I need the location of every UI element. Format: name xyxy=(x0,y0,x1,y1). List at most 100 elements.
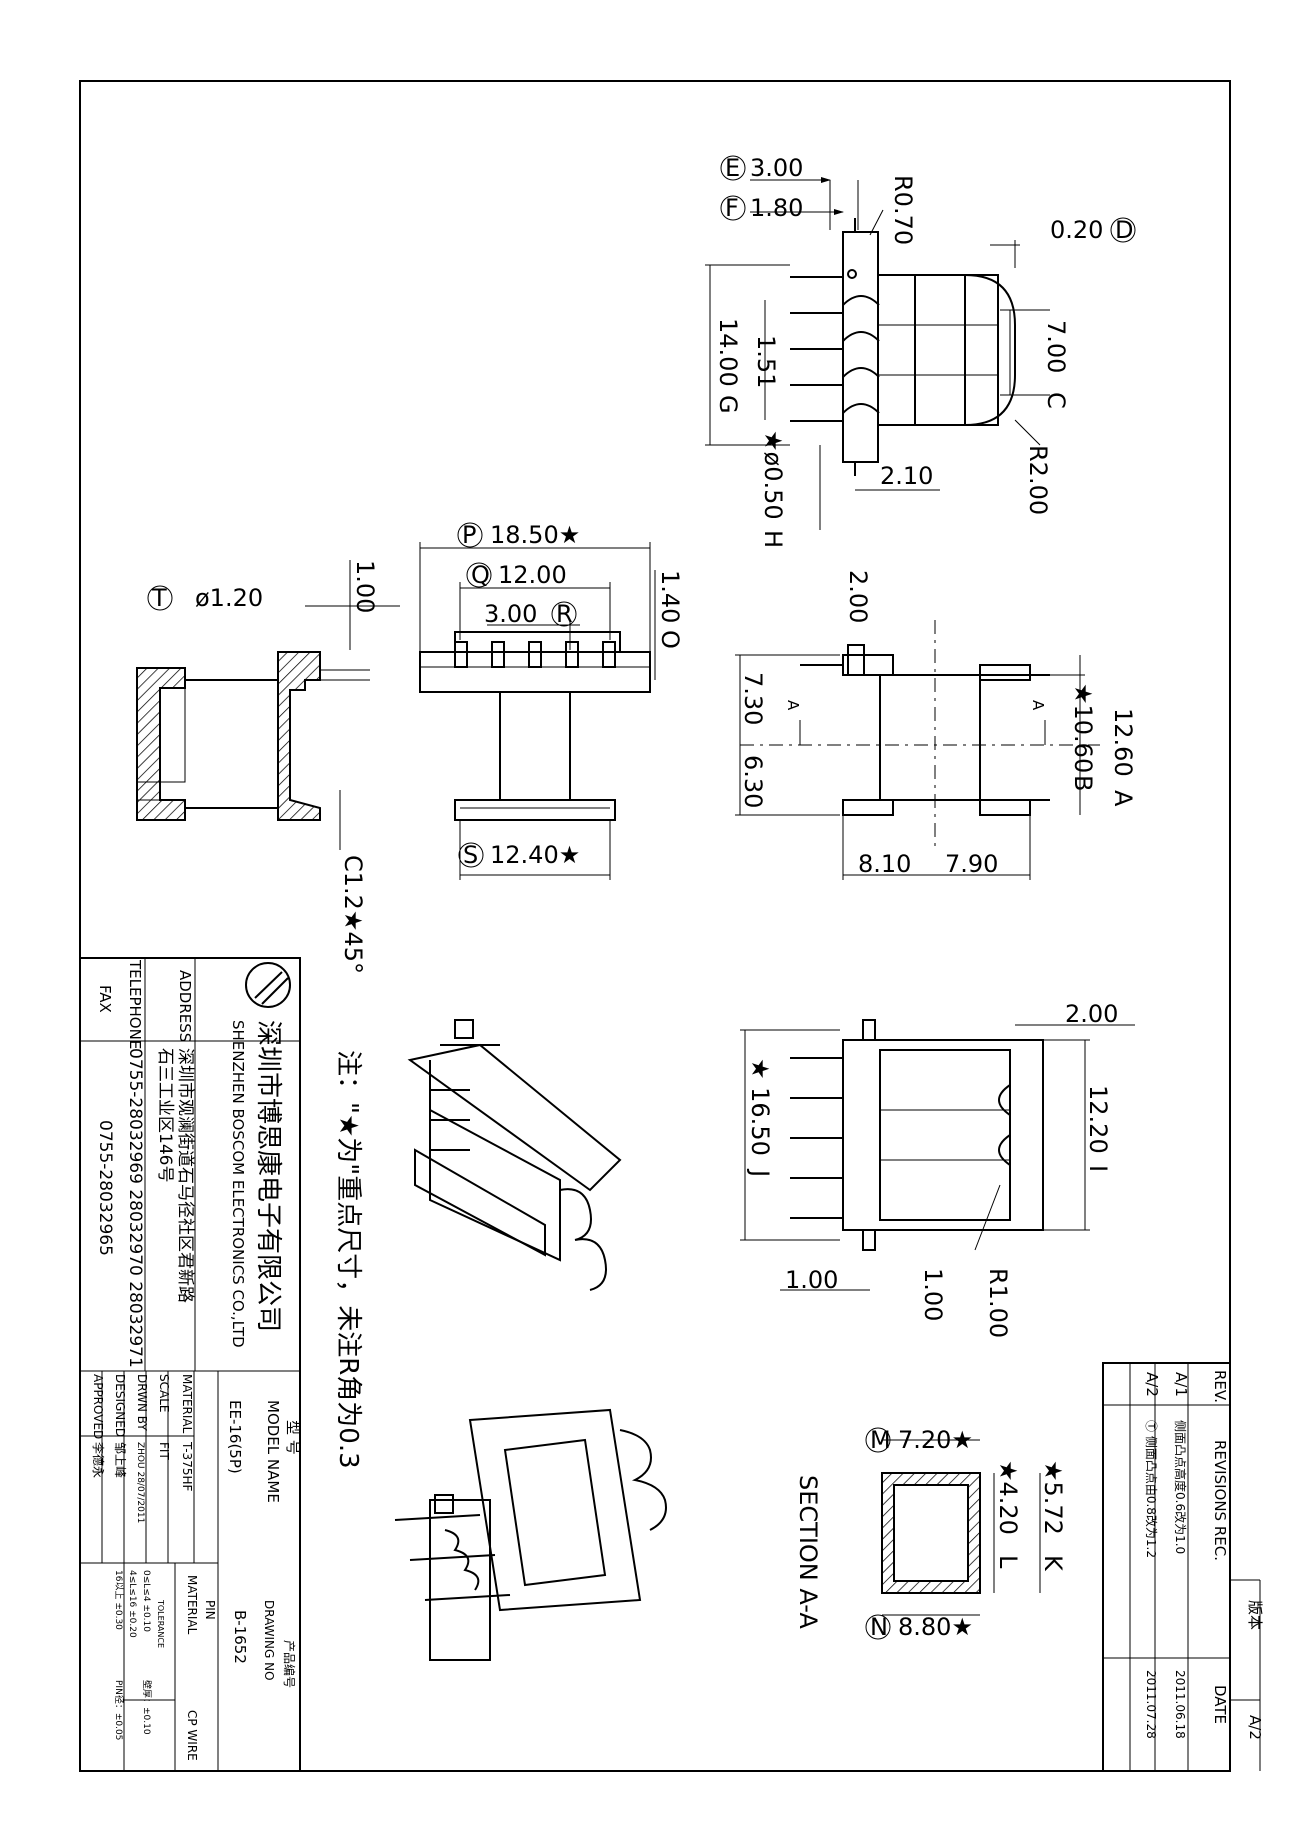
fax-value: 0755-28032965 xyxy=(95,1120,115,1256)
view-bottom-right xyxy=(740,1019,1135,1291)
material-label: MATERIAL xyxy=(180,1374,194,1434)
drawing-no-label-cn: 产品编号 xyxy=(282,1640,297,1688)
section-mark-a-right: A xyxy=(1029,700,1047,711)
address-label: ADDRESS xyxy=(176,970,194,1042)
marker-a: A xyxy=(1109,790,1137,807)
dim-3-00: 3.00 xyxy=(750,154,803,182)
dim-phi-1-20: ø1.20 xyxy=(195,584,263,612)
dim-1-00-bot-a: 1.00 xyxy=(785,1266,838,1294)
dim-r1-00: R1.00 xyxy=(984,1268,1012,1338)
dim-1-51: 1.51 xyxy=(752,335,780,388)
version-label: 版本 xyxy=(1246,1600,1264,1630)
view-bottom-right-labels: 2.00 ★ 16.50 J 12.20 I 1.00 1.00 R1.00 xyxy=(746,1000,1118,1338)
dim-7-30: 7.30 xyxy=(739,672,767,725)
dim-12-00: 12.00 xyxy=(498,561,567,589)
rev-header-rev: REV. xyxy=(1211,1370,1229,1403)
dim-18-50: 18.50★ xyxy=(490,521,580,549)
marker-k: K xyxy=(1039,1555,1067,1572)
marker-p: P xyxy=(462,521,476,549)
scale-value: FIT xyxy=(157,1442,171,1460)
model-label-cn: 型 号 xyxy=(284,1420,302,1455)
marker-n: N xyxy=(870,1613,888,1641)
view-side-section xyxy=(136,560,400,850)
tolerance-extra-1: 壁厚：±0.10 xyxy=(141,1680,153,1735)
view-top-right-labels: E 3.00 F 1.80 R0.70 0.20 D 7.00 C 14.00 … xyxy=(714,154,1136,548)
tolerance-label: TOLERANCE xyxy=(156,1599,165,1648)
drawing-no-label: DRAWING NO xyxy=(262,1600,276,1681)
tolerance-extra-2: PIN径：±0.05 xyxy=(113,1680,125,1740)
marker-b: B xyxy=(1069,775,1097,791)
dim-c1-2: C1.2★45° xyxy=(339,855,367,974)
view-section-aa-labels: M 7.20★ ★4.20 L ★5.72 K N 8.80★ SECTION … xyxy=(794,1426,1067,1641)
marker-o: O xyxy=(656,630,684,649)
rev-header-date: DATE xyxy=(1211,1685,1229,1724)
view-front-labels: P 18.50★ Q 12.00 3.00 R 1.40 O S 12.40★ xyxy=(457,521,684,869)
material-value: T-375HF xyxy=(180,1441,194,1491)
tolerance-row-1: 0≤L≤4 ±0.10 xyxy=(141,1570,151,1632)
title-block xyxy=(79,957,301,1772)
approved-label: APPROVED xyxy=(91,1374,105,1439)
isometric-view-bottom xyxy=(394,1408,667,1661)
address-line-1: 深圳市观澜街道石马径社区君新路 xyxy=(175,1048,195,1303)
view-right-mid-labels: 2.00 7.30 6.30 12.60 A ★10.60 B A A 8.10… xyxy=(739,570,1137,878)
dim-5-72: ★5.72 xyxy=(1039,1460,1067,1535)
dim-2-10: 2.10 xyxy=(880,462,933,490)
approved-value: 李德永 xyxy=(91,1442,106,1478)
marker-l: L xyxy=(994,1555,1022,1569)
rev-row-2-date: 2011.07.28 xyxy=(1144,1670,1158,1739)
marker-i: I xyxy=(1084,1165,1112,1172)
dim-8-80: 8.80★ xyxy=(898,1613,973,1641)
dim-phi-0-50: ★ø0.50 xyxy=(759,430,787,520)
view-section-aa xyxy=(881,1439,1041,1616)
dim-7-90: 7.90 xyxy=(945,850,998,878)
rev-row-2-rev: A/2 xyxy=(1143,1372,1161,1397)
dim-7-00: 7.00 xyxy=(1042,320,1070,373)
address-line-2: 石三工业区146号 xyxy=(155,1048,175,1182)
pin-material-label: MATERIAL xyxy=(185,1575,199,1635)
dim-r2-00: R2.00 xyxy=(1024,445,1052,515)
tolerance-row-2: 4≤L≤16 ±0.20 xyxy=(127,1570,137,1638)
view-top-right xyxy=(705,177,1050,530)
model-value: EE-16(5P) xyxy=(226,1400,244,1474)
marker-c: C xyxy=(1042,392,1070,409)
dim-3-00-front: 3.00 xyxy=(484,600,537,628)
scale-label: SCALE xyxy=(157,1374,171,1412)
dim-2-00-mid: 2.00 xyxy=(844,570,872,623)
rev-header-rec: REVISIONS REC. xyxy=(1211,1440,1229,1561)
marker-r: R xyxy=(556,600,573,628)
designed-label: DESIGNED xyxy=(113,1374,127,1437)
model-label: MODEL NAME xyxy=(264,1400,282,1503)
rev-row-1-desc: 侧面凸点高度0.6改为1.0 xyxy=(1173,1420,1188,1554)
view-right-mid xyxy=(735,620,1100,880)
version-value: A/2 xyxy=(1246,1715,1264,1740)
pin-label: PIN xyxy=(203,1600,217,1620)
dim-14-00: 14.00 xyxy=(714,318,742,387)
dim-1-00-side: 1.00 xyxy=(351,560,379,613)
isometric-view-top xyxy=(407,1019,622,1291)
dim-8-10: 8.10 xyxy=(858,850,911,878)
marker-m: M xyxy=(870,1426,891,1454)
dim-0-20: 0.20 xyxy=(1050,216,1103,244)
rev-row-2-desc: Ⓣ 侧面凸点由0.8改为1.2 xyxy=(1144,1420,1158,1558)
dim-r0-70: R0.70 xyxy=(889,175,917,245)
title-block-text: 深圳市博思康电子有限公司 SHENZHEN BOSCOM ELECTRONICS… xyxy=(91,959,302,1761)
revision-block xyxy=(1102,1362,1261,1772)
dim-6-30: 6.30 xyxy=(739,755,767,808)
dim-7-20: 7.20★ xyxy=(898,1426,973,1454)
view-front xyxy=(419,542,656,880)
rev-row-1-rev: A/1 xyxy=(1172,1372,1190,1397)
revision-block-text: 版本 A/2 REV. REVISIONS REC. DATE A/1 侧面凸点… xyxy=(1143,1370,1264,1740)
tolerance-row-3: 16以上 ±0.30 xyxy=(113,1570,124,1630)
dim-1-00-bot-b: 1.00 xyxy=(919,1268,947,1321)
drawing-no-value: B-1652 xyxy=(231,1610,249,1664)
company-name-en: SHENZHEN BOSCOM ELECTRONICS CO.,LTD xyxy=(229,1020,247,1348)
marker-j: J xyxy=(746,1168,774,1177)
marker-d: D xyxy=(1115,216,1133,244)
dim-10-60: ★10.60 xyxy=(1069,683,1097,773)
marker-e: E xyxy=(725,154,740,182)
fax-label: FAX xyxy=(96,985,114,1013)
pin-material-value: CP WIRE xyxy=(185,1710,199,1761)
dim-1-80: 1.80 xyxy=(750,194,803,222)
telephone-value: 0755-28032969 28032970 28032971 xyxy=(125,1048,145,1368)
